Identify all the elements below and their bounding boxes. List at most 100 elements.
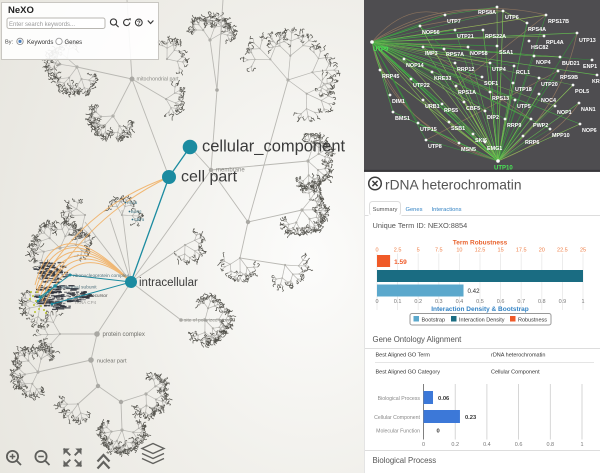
svg-text:Interaction Density & Bootstra: Interaction Density & Bootstrap: [431, 306, 529, 313]
svg-text:NOP58: NOP58: [470, 51, 488, 57]
svg-text:SSA1: SSA1: [499, 50, 513, 56]
svg-text:membrane: membrane: [216, 168, 245, 174]
svg-text:CBF5: CBF5: [466, 106, 480, 112]
svg-text:0.2: 0.2: [414, 299, 422, 305]
svg-text:NOC4: NOC4: [541, 98, 556, 104]
svg-text:BCK2: BCK2: [131, 209, 142, 214]
svg-text:UTP7: UTP7: [447, 19, 461, 25]
svg-text:cellular_component: cellular_component: [202, 138, 346, 156]
svg-text:0.2: 0.2: [451, 442, 459, 448]
svg-text:UTP4: UTP4: [492, 67, 506, 73]
svg-text:0: 0: [437, 429, 440, 435]
svg-text:0.9: 0.9: [559, 299, 567, 305]
svg-text:NOP14: NOP14: [406, 63, 424, 69]
svg-text:BMS1: BMS1: [395, 116, 410, 122]
svg-text:site of polarized growth: site of polarized growth: [184, 318, 234, 324]
svg-text:22.5: 22.5: [557, 248, 568, 254]
svg-text:RPS9B: RPS9B: [560, 75, 578, 81]
svg-text:ENP1: ENP1: [583, 64, 597, 70]
svg-text:KRE33: KRE33: [434, 76, 451, 82]
svg-text:Robustness: Robustness: [518, 318, 547, 324]
svg-text:Summary: Summary: [373, 207, 398, 213]
svg-text:IMP3: IMP3: [425, 51, 438, 57]
svg-text:Genes: Genes: [405, 207, 422, 213]
svg-text:0: 0: [375, 299, 378, 305]
svg-text:5: 5: [417, 248, 420, 254]
svg-text:Best Aligned GO Term: Best Aligned GO Term: [376, 353, 431, 359]
svg-text:RCL1: RCL1: [516, 70, 530, 76]
svg-text:15: 15: [498, 248, 504, 254]
svg-text:intracellular: intracellular: [139, 277, 198, 289]
svg-text:0.06: 0.06: [438, 396, 450, 402]
svg-text:NOP6: NOP6: [582, 128, 597, 134]
svg-text:RPS5: RPS5: [444, 108, 458, 114]
svg-text:ribonucleoprotein complex: ribonucleoprotein complex: [73, 273, 130, 279]
svg-text:cell part: cell part: [181, 169, 238, 186]
svg-text:UTP9: UTP9: [373, 47, 389, 53]
svg-text:RPS17B: RPS17B: [548, 19, 569, 25]
svg-text:Gene Ontology Alignment: Gene Ontology Alignment: [373, 335, 463, 344]
svg-text:10: 10: [456, 248, 462, 254]
svg-text:0.6: 0.6: [515, 442, 523, 448]
svg-text:0.5: 0.5: [476, 299, 484, 305]
svg-text:0.4: 0.4: [483, 442, 491, 448]
svg-text:1: 1: [581, 299, 584, 305]
svg-text:RRP12: RRP12: [457, 67, 474, 73]
svg-text:CBF5: CBF5: [134, 217, 145, 222]
svg-text:UTP15: UTP15: [420, 127, 437, 133]
svg-text:25: 25: [580, 248, 586, 254]
svg-text:PWP2: PWP2: [533, 123, 548, 129]
svg-text:rDNA heterochromatin: rDNA heterochromatin: [491, 353, 545, 359]
svg-text:subunit precursor: subunit precursor: [72, 293, 108, 298]
svg-text:POL5: POL5: [575, 89, 589, 95]
svg-text:RPS1A: RPS1A: [42, 271, 58, 276]
svg-text:NOP1: NOP1: [557, 110, 572, 116]
svg-text:SKI6: SKI6: [475, 138, 487, 144]
svg-text:RPS4A: RPS4A: [528, 27, 546, 33]
svg-text:protein complex: protein complex: [103, 332, 145, 338]
svg-text:Biological Process: Biological Process: [378, 396, 421, 402]
svg-text:NAN1: NAN1: [581, 107, 596, 113]
svg-text:RPS7A: RPS7A: [446, 52, 464, 58]
svg-text:0.8: 0.8: [546, 442, 554, 448]
svg-text:Best Aligned GO Category: Best Aligned GO Category: [376, 370, 441, 376]
svg-text:Unique Term ID: NEXO:8854: Unique Term ID: NEXO:8854: [373, 221, 468, 230]
svg-text:UTP18: UTP18: [515, 87, 532, 93]
svg-text:KR: KR: [592, 79, 600, 85]
svg-text:UTP10: UTP10: [494, 166, 513, 172]
svg-text:RRP45: RRP45: [382, 74, 399, 80]
svg-text:Term Robustness: Term Robustness: [453, 240, 508, 247]
svg-text:Cellular Component: Cellular Component: [374, 415, 420, 421]
svg-text:DIM1: DIM1: [392, 99, 405, 105]
svg-text:1: 1: [580, 442, 583, 448]
svg-text:0.23: 0.23: [465, 415, 477, 421]
svg-text:RPS13: RPS13: [492, 96, 509, 102]
svg-text:HSC82: HSC82: [531, 45, 548, 51]
svg-text:1.59: 1.59: [394, 259, 407, 266]
svg-text:?: ?: [137, 21, 141, 27]
svg-text:SOF1: SOF1: [484, 81, 498, 87]
svg-text:0.8: 0.8: [538, 299, 546, 305]
svg-text:NOP56: NOP56: [422, 30, 440, 36]
svg-text:By:: By:: [5, 40, 14, 46]
svg-text:UTP21: UTP21: [457, 34, 474, 40]
svg-text:rRNA CP4: rRNA CP4: [75, 300, 97, 305]
svg-text:nuclear part: nuclear part: [97, 359, 127, 365]
svg-text:DIP2: DIP2: [487, 115, 499, 121]
svg-text:NOP4: NOP4: [536, 60, 551, 66]
svg-text:rDNA heterochromatin: rDNA heterochromatin: [385, 178, 522, 193]
svg-text:UTP6: UTP6: [505, 15, 519, 21]
svg-text:Molecular Function: Molecular Function: [376, 429, 420, 435]
svg-text:12.5: 12.5: [475, 248, 486, 254]
svg-text:RCL5: RCL5: [127, 200, 138, 205]
svg-text:Bootstrap: Bootstrap: [422, 318, 446, 324]
svg-text:RPS22A: RPS22A: [485, 34, 506, 40]
svg-text:0.6: 0.6: [497, 299, 505, 305]
svg-text:0.3: 0.3: [435, 299, 443, 305]
svg-text:Interactions: Interactions: [432, 207, 462, 213]
svg-text:UTP13: UTP13: [579, 38, 596, 44]
svg-text:0.1: 0.1: [394, 299, 402, 305]
svg-text:Enter search keywords...: Enter search keywords...: [9, 22, 75, 28]
svg-text:BUD21: BUD21: [562, 61, 580, 67]
svg-text:UTP5: UTP5: [517, 104, 531, 110]
